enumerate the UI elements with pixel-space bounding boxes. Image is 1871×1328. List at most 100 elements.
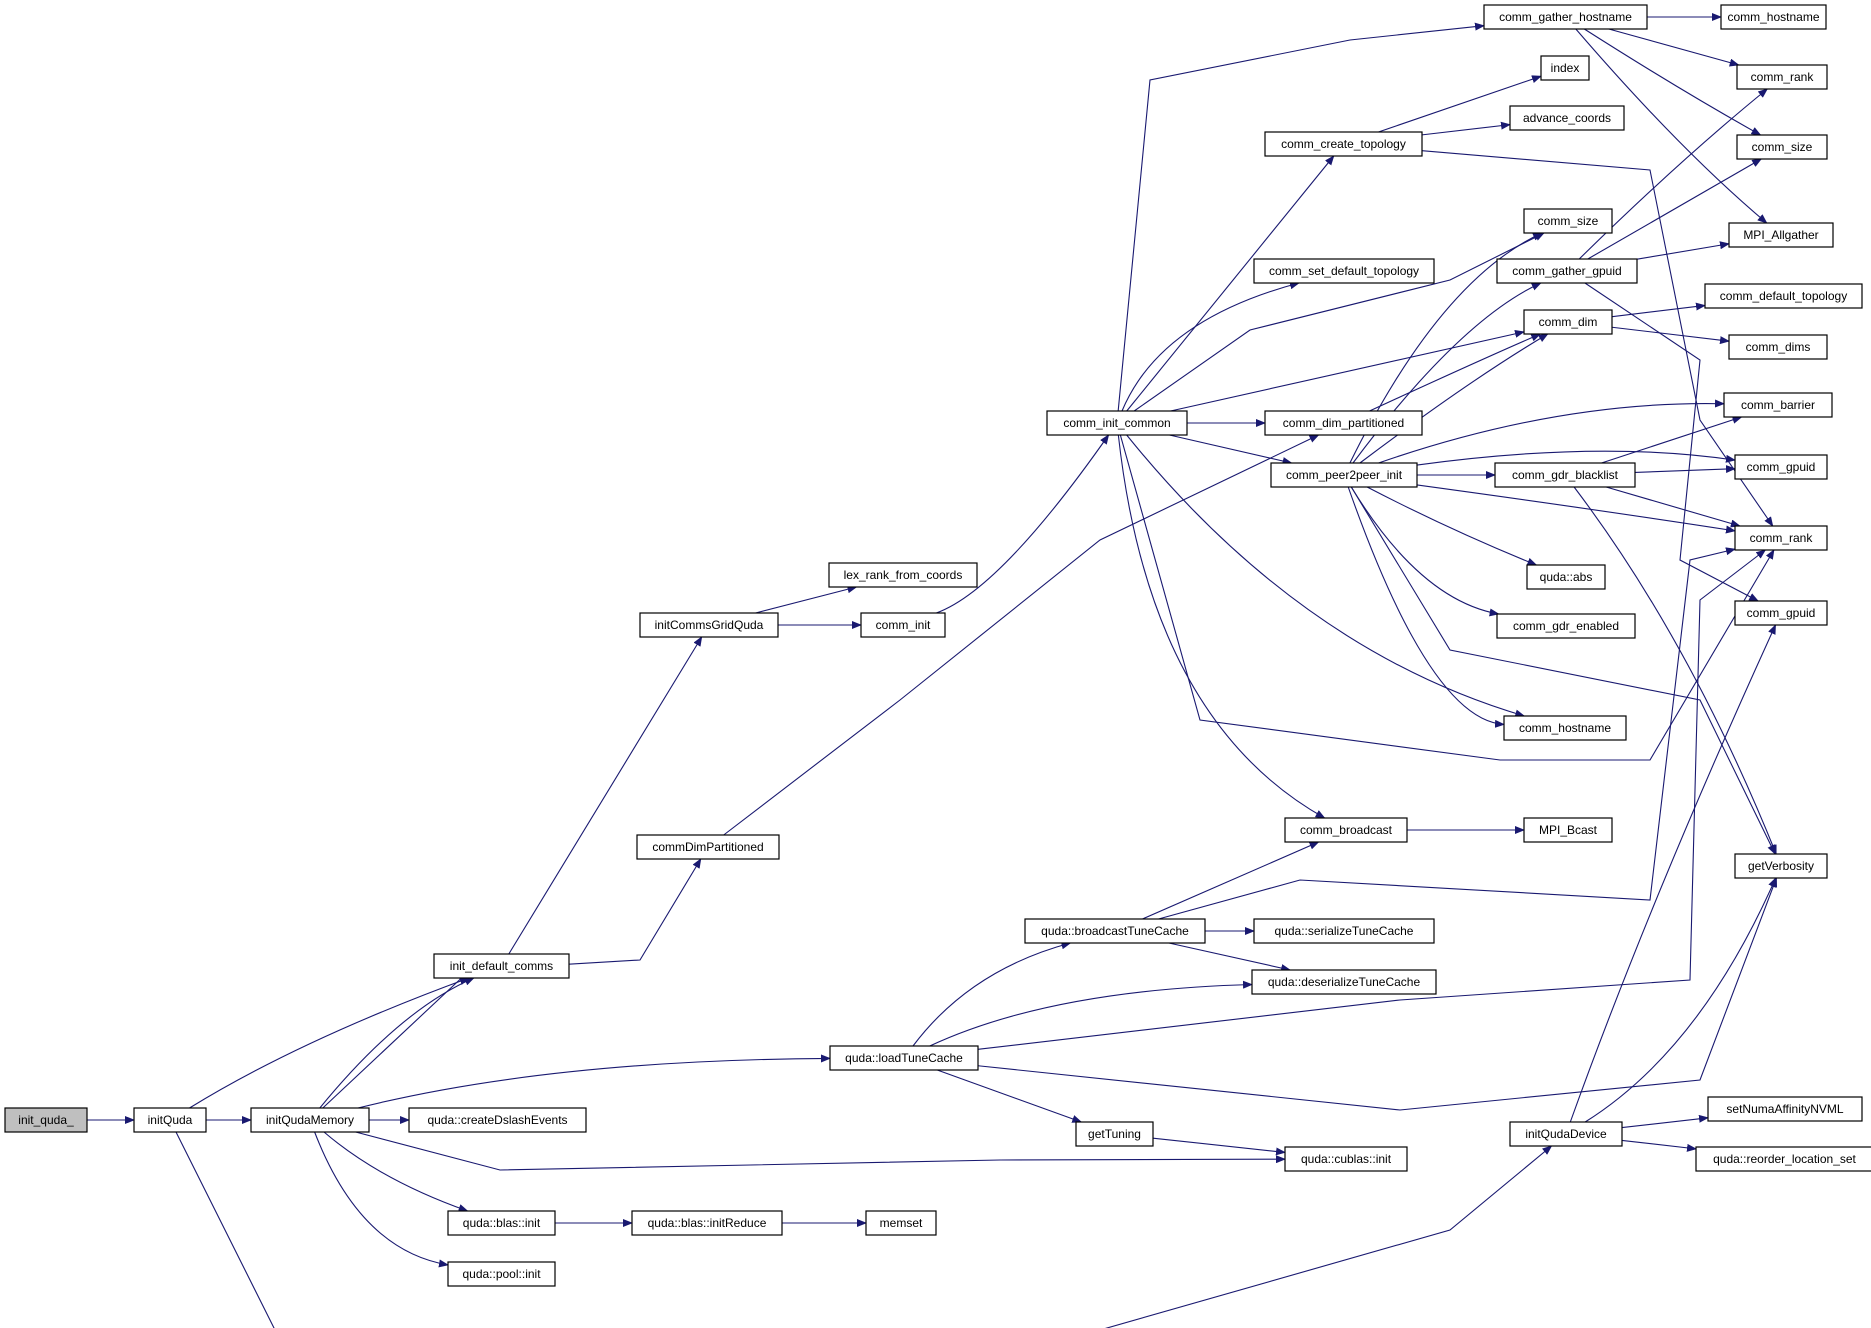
node-memset[interactable]: memset — [865, 1210, 937, 1236]
node-comm-default-topology[interactable]: comm_default_topology — [1704, 283, 1863, 309]
node-label: quda::blas::initReduce — [648, 1216, 767, 1230]
node-label: commDimPartitioned — [652, 840, 763, 854]
node-label: quda::reorder_location_set — [1713, 1152, 1856, 1166]
edge-loadTuneCache-to-deserializeTuneCache — [929, 980, 1253, 1047]
node-label: comm_rank — [1750, 531, 1814, 545]
node-label: comm_init_common — [1063, 416, 1170, 430]
node-label: comm_create_topology — [1281, 137, 1406, 151]
edge-initQudaMemory-to-commDimPartitioned — [322, 858, 702, 1109]
node-label: comm_dims — [1746, 340, 1811, 354]
node-comm-create-topology[interactable]: comm_create_topology — [1264, 131, 1423, 157]
node-label: comm_rank — [1751, 70, 1815, 84]
edge-loadTuneCache-to-getVerbosity — [977, 877, 1778, 1111]
node-getVerbosity[interactable]: getVerbosity — [1734, 853, 1828, 879]
node-comm-dims[interactable]: comm_dims — [1728, 334, 1828, 360]
node-box — [1523, 309, 1613, 335]
node-label: quda::deserializeTuneCache — [1268, 975, 1421, 989]
edge-comm_init_common-to-comm_peer2peer_init — [1169, 434, 1293, 465]
node-box — [1734, 853, 1828, 879]
node-label: comm_barrier — [1741, 398, 1815, 412]
node-comm-init[interactable]: comm_init — [860, 612, 946, 638]
node-MPI-Bcast[interactable]: MPI_Bcast — [1523, 817, 1613, 843]
node-initQudaDevice[interactable]: initQudaDevice — [1509, 1121, 1623, 1147]
node-blas-init[interactable]: quda::blas::init — [447, 1210, 556, 1236]
node-getTuning[interactable]: getTuning — [1075, 1121, 1154, 1147]
node-comm-hostname-bot[interactable]: comm_hostname — [1503, 715, 1627, 741]
node-box — [1503, 715, 1627, 741]
node-label: comm_gather_gpuid — [1512, 264, 1621, 278]
node-box — [1509, 1121, 1623, 1147]
edge-comm_init_common-to-comm_set_default_topology — [1121, 281, 1300, 412]
node-label: comm_dim_partitioned — [1283, 416, 1404, 430]
node-comm-rank-top[interactable]: comm_rank — [1736, 64, 1828, 90]
node-initQuda[interactable]: initQuda — [133, 1107, 207, 1133]
edge-comm_peer2peer_init-to-comm_gdr_enabled — [1350, 486, 1500, 617]
node-box — [1723, 392, 1833, 418]
node-comm-broadcast[interactable]: comm_broadcast — [1284, 817, 1408, 843]
node-cublas-init[interactable]: quda::cublas::init — [1284, 1146, 1408, 1172]
node-comm-init-common[interactable]: comm_init_common — [1046, 410, 1188, 436]
node-label: getVerbosity — [1748, 859, 1814, 873]
edge-loadTuneCache-to-getTuning — [937, 1069, 1083, 1123]
node-quda-abs[interactable]: quda::abs — [1526, 564, 1606, 590]
node-loadTuneCache[interactable]: quda::loadTuneCache — [829, 1045, 979, 1071]
edge-comm_init_common-to-comm_size_mid — [1133, 232, 1545, 412]
edge-initQudaMemory-to-blas_init — [323, 1131, 469, 1212]
node-label: comm_gdr_enabled — [1513, 619, 1619, 633]
edge-comm_gather_gpuid-to-comm_size_top — [1587, 158, 1763, 260]
node-label: quda::cublas::init — [1301, 1152, 1392, 1166]
node-comm-dim-partitioned[interactable]: comm_dim_partitioned — [1264, 410, 1423, 436]
node-setNumaAffinityNVML[interactable]: setNumaAffinityNVML — [1707, 1096, 1863, 1122]
edge-comm_dim_partitioned-to-comm_dim — [1369, 333, 1542, 412]
node-box — [433, 953, 570, 979]
node-createDslashEvents[interactable]: quda::createDslashEvents — [408, 1107, 587, 1133]
node-comm-gpuid-a[interactable]: comm_gpuid — [1734, 454, 1828, 480]
node-serializeTuneCache[interactable]: quda::serializeTuneCache — [1253, 918, 1435, 944]
node-comm-peer2peer-init[interactable]: comm_peer2peer_init — [1270, 462, 1418, 488]
node-label: memset — [880, 1216, 923, 1230]
edge-comm_gather_hostname-to-MPI_Allgather — [1575, 28, 1768, 224]
node-label: comm_size — [1538, 214, 1599, 228]
edge-loadTuneCache-to-broadcastTuneCache — [912, 941, 1072, 1047]
node-broadcastTuneCache[interactable]: quda::broadcastTuneCache — [1024, 918, 1206, 944]
node-commDimPartitioned[interactable]: commDimPartitioned — [636, 834, 780, 860]
node-comm-gdr-blacklist[interactable]: comm_gdr_blacklist — [1494, 462, 1636, 488]
node-deserializeTuneCache[interactable]: quda::deserializeTuneCache — [1251, 969, 1437, 995]
edge-comm_peer2peer_init-to-comm_gpuid_a — [1416, 450, 1736, 466]
node-box — [447, 1210, 556, 1236]
node-comm-barrier[interactable]: comm_barrier — [1723, 392, 1833, 418]
edge-comm_create_topology-to-advance_coords — [1421, 121, 1511, 136]
node-box — [1046, 410, 1188, 436]
node-box — [636, 834, 780, 860]
node-initQudaMemory[interactable]: initQudaMemory — [250, 1107, 370, 1133]
edge-initQudaMemory-to-pool_init — [314, 1131, 449, 1268]
node-comm-gpuid-b[interactable]: comm_gpuid — [1734, 600, 1828, 626]
edge-comm_gather_hostname-to-comm_rank_top — [1608, 28, 1740, 67]
node-comm-dim[interactable]: comm_dim — [1523, 309, 1613, 335]
node-comm-size-mid[interactable]: comm_size — [1523, 208, 1613, 234]
node-MPI-Allgather[interactable]: MPI_Allgather — [1728, 222, 1834, 248]
edge-init_default_comms-to-initCommsGridQuda — [508, 636, 703, 955]
node-comm-rank-mid[interactable]: comm_rank — [1734, 525, 1828, 551]
edge-comm_peer2peer_init-to-comm_hostname_bot — [1347, 486, 1505, 728]
node-comm-gdr-enabled[interactable]: comm_gdr_enabled — [1496, 613, 1636, 639]
edge-comm_peer2peer_init-to-getVerbosity — [1350, 486, 1776, 855]
node-comm-hostname-top[interactable]: comm_hostname — [1720, 4, 1827, 30]
node-initCommsGridQuda[interactable]: initCommsGridQuda — [639, 612, 779, 638]
node-pool-init[interactable]: quda::pool::init — [447, 1261, 556, 1287]
node-comm-set-default-topology[interactable]: comm_set_default_topology — [1253, 258, 1435, 284]
edge-comm_gather_gpuid-to-MPI_Allgather — [1636, 241, 1730, 260]
edge-comm_peer2peer_init-to-comm_rank_mid — [1416, 484, 1736, 534]
node-comm-size-top[interactable]: comm_size — [1736, 134, 1828, 160]
node-reorder-location-set[interactable]: quda::reorder_location_set — [1695, 1146, 1871, 1172]
node-index[interactable]: index — [1540, 55, 1590, 81]
node-lex-rank-from-coords[interactable]: lex_rank_from_coords — [828, 562, 978, 588]
node-label: quda::blas::init — [463, 1216, 541, 1230]
node-advance-coords[interactable]: advance_coords — [1509, 105, 1625, 131]
node-box — [829, 1045, 979, 1071]
node-init-quda-[interactable]: init_quda_ — [4, 1107, 88, 1133]
node-init-default-comms[interactable]: init_default_comms — [433, 953, 570, 979]
node-blas-initReduce[interactable]: quda::blas::initReduce — [631, 1210, 783, 1236]
node-comm-gather-hostname[interactable]: comm_gather_hostname — [1483, 4, 1648, 30]
node-comm-gather-gpuid[interactable]: comm_gather_gpuid — [1496, 258, 1638, 284]
